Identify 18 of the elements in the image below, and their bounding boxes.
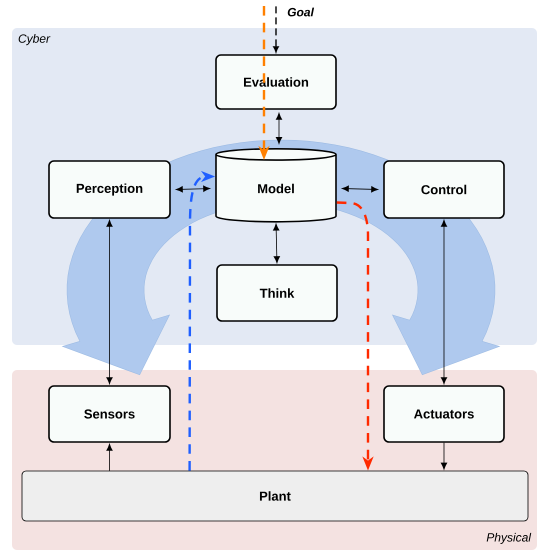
arrow bbox=[342, 186, 378, 192]
arrow bbox=[106, 444, 113, 471]
process-box: Perception bbox=[48, 160, 171, 219]
dashed-arrow bbox=[273, 6, 279, 52]
process-box: Control bbox=[383, 160, 505, 219]
arrow bbox=[176, 186, 210, 192]
arrow bbox=[273, 224, 280, 264]
database-cylinder: Model bbox=[215, 148, 337, 223]
plant-bar: Plant bbox=[22, 470, 528, 522]
arrow bbox=[440, 220, 448, 384]
goal-label: Goal bbox=[288, 8, 314, 16]
process-box: Think bbox=[216, 264, 338, 322]
process-box: Actuators bbox=[383, 385, 505, 443]
process-box: Sensors bbox=[48, 385, 171, 443]
arrow bbox=[440, 442, 448, 470]
process-box: Evaluation bbox=[215, 54, 337, 110]
arrow bbox=[106, 220, 113, 384]
arrow bbox=[276, 112, 282, 144]
